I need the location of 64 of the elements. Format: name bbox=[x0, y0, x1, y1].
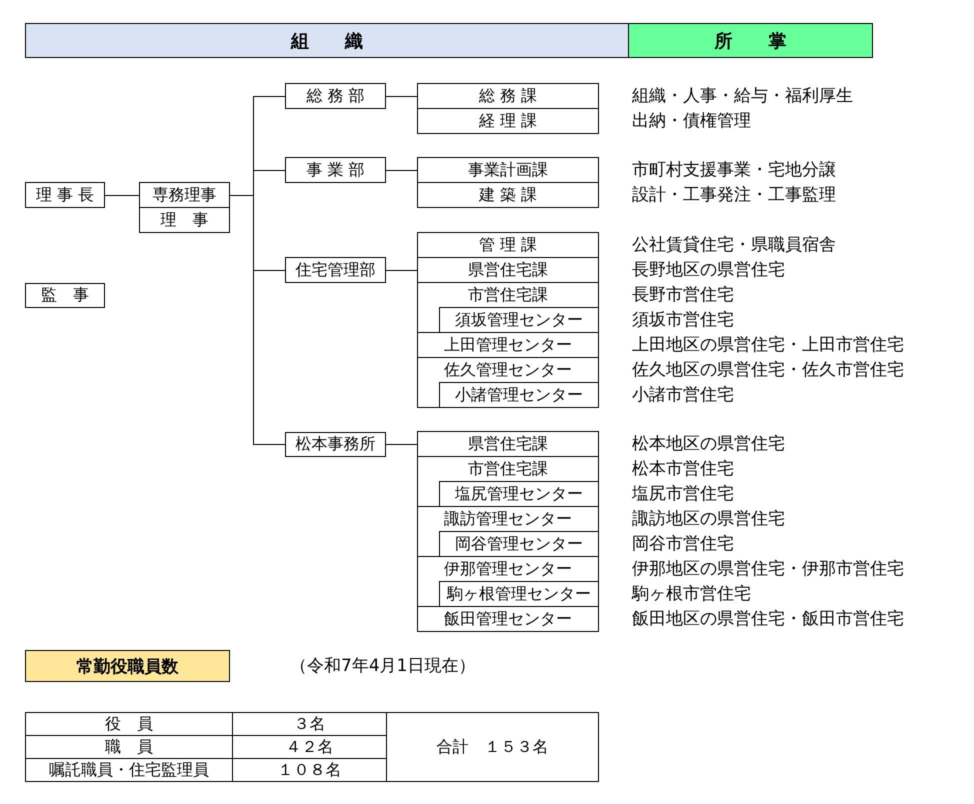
section-box: 管 理 課 bbox=[417, 232, 599, 258]
connector-line bbox=[230, 195, 286, 445]
section-label: 佐久管理センター bbox=[443, 359, 573, 381]
officer-box: 理 事 bbox=[139, 207, 230, 233]
duty-text: 松本市営住宅 bbox=[632, 458, 734, 481]
duty-text: 諏訪地区の県営住宅 bbox=[632, 508, 785, 531]
section-box bbox=[417, 282, 599, 333]
section-box bbox=[417, 357, 599, 408]
section-box bbox=[417, 556, 599, 607]
officer-box: 専務理事 bbox=[139, 182, 230, 208]
duty-text: 上田地区の県営住宅・上田市営住宅 bbox=[632, 334, 904, 357]
section-box bbox=[417, 456, 599, 507]
duty-text: 公社賃貸住宅・県職員宿舎 bbox=[632, 234, 836, 257]
officer-box: 理 事 長 bbox=[25, 182, 105, 208]
section-box: 上田管理センター bbox=[417, 332, 599, 358]
section-box: 経 理 課 bbox=[417, 108, 599, 134]
duty-text: 岡谷市営住宅 bbox=[632, 533, 734, 556]
duty-text: 小諸市営住宅 bbox=[632, 384, 734, 407]
department-box: 総 務 部 bbox=[285, 83, 386, 109]
duty-text: 佐久地区の県営住宅・佐久市営住宅 bbox=[632, 359, 904, 382]
section-box: 県営住宅課 bbox=[417, 431, 599, 457]
duty-text: 飯田地区の県営住宅・飯田市営住宅 bbox=[632, 608, 904, 631]
duty-text: 松本地区の県営住宅 bbox=[632, 433, 785, 456]
duty-text: 出納・債権管理 bbox=[632, 110, 751, 133]
header-band: 組 織 bbox=[25, 23, 629, 58]
section-label: 諏訪管理センター bbox=[443, 508, 573, 530]
duty-text: 設計・工事発注・工事監理 bbox=[632, 184, 836, 207]
duty-text: 組織・人事・給与・福利厚生 bbox=[632, 85, 853, 108]
officer-box: 監 事 bbox=[25, 283, 105, 308]
center-box: 岡谷管理センター bbox=[439, 531, 599, 557]
section-box: 飯田管理センター bbox=[417, 606, 599, 632]
table-cell: 合計 １５３名 bbox=[386, 712, 599, 782]
duty-text: 伊那地区の県営住宅・伊那市営住宅 bbox=[632, 558, 904, 581]
table-cell: 嘱託職員・住宅監理員 bbox=[25, 758, 233, 782]
title-box: 常勤役職員数 bbox=[25, 650, 230, 682]
section-label: 伊那管理センター bbox=[443, 558, 573, 580]
center-box: 須坂管理センター bbox=[439, 307, 599, 333]
center-box: 小諸管理センター bbox=[439, 382, 599, 408]
connector-line bbox=[386, 444, 418, 445]
date-note: （令和7年4月1日現在） bbox=[290, 655, 476, 678]
connector-line bbox=[386, 270, 418, 271]
duty-text: 長野市営住宅 bbox=[632, 284, 734, 307]
section-box: 県営住宅課 bbox=[417, 257, 599, 283]
section-box bbox=[417, 506, 599, 557]
center-box: 駒ヶ根管理センター bbox=[439, 581, 599, 607]
department-box: 松本事務所 bbox=[285, 432, 386, 457]
duty-text: 塩尻市営住宅 bbox=[632, 483, 734, 506]
connector-line bbox=[104, 195, 140, 196]
section-box: 事業計画課 bbox=[417, 157, 599, 183]
section-box: 建 築 課 bbox=[417, 182, 599, 208]
header-band: 所 掌 bbox=[628, 23, 873, 58]
connector-line bbox=[386, 170, 418, 171]
table-cell: 役 員 bbox=[25, 712, 233, 736]
department-box: 住宅管理部 bbox=[285, 257, 386, 283]
duty-text: 市町村支援事業・宅地分譲 bbox=[632, 159, 836, 182]
duty-text: 須坂市営住宅 bbox=[632, 309, 734, 332]
duty-text: 駒ヶ根市営住宅 bbox=[632, 583, 751, 606]
center-box: 塩尻管理センター bbox=[439, 481, 599, 507]
duty-text: 長野地区の県営住宅 bbox=[632, 259, 785, 282]
connector-line bbox=[386, 96, 418, 97]
section-label: 市営住宅課 bbox=[467, 458, 549, 480]
department-box: 事 業 部 bbox=[285, 157, 386, 183]
section-box: 総 務 課 bbox=[417, 83, 599, 109]
section-label: 市営住宅課 bbox=[467, 284, 549, 306]
